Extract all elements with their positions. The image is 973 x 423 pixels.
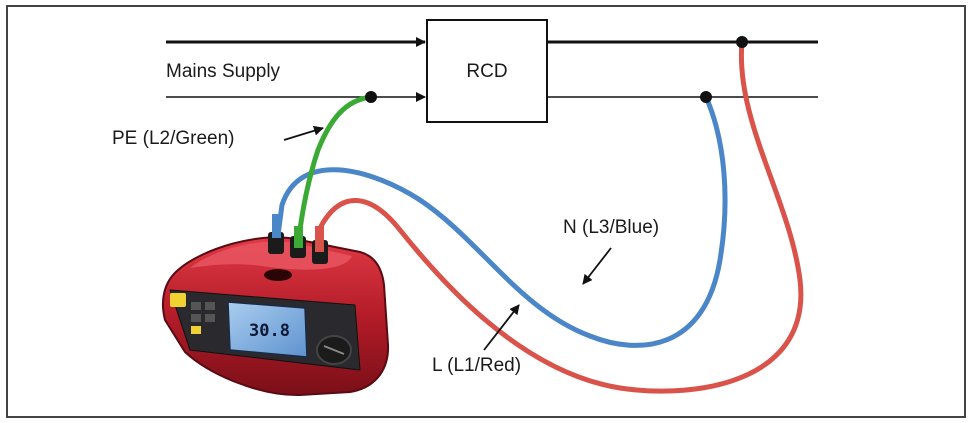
l-wire-label: L (L1/Red)	[432, 355, 522, 376]
l-wire-red	[315, 39, 804, 394]
junction-n	[700, 91, 712, 103]
n-pointer-arrow	[582, 247, 612, 285]
tester-key-2	[191, 314, 201, 322]
plug-green	[294, 226, 303, 248]
pe-wire-label: PE (L2/Green)	[112, 128, 235, 149]
tester-logo-badge	[264, 269, 292, 281]
plug-red	[315, 226, 324, 252]
pe-pointer-arrow	[283, 125, 324, 141]
tester-yellow-key	[170, 293, 186, 307]
n-wire-label: N (L3/Blue)	[563, 217, 660, 238]
rcd-box	[426, 19, 548, 123]
tester-key-1	[191, 302, 201, 310]
tester-top-face	[190, 241, 352, 270]
tester-key-4	[205, 302, 215, 310]
pe-wire-green	[295, 94, 374, 248]
rcd-label: RCD	[466, 60, 508, 82]
tester-key-3	[191, 326, 201, 334]
n-wire-blue	[275, 94, 728, 348]
mains-lines	[166, 37, 818, 102]
junction-l	[736, 36, 748, 48]
mains-supply-label: Mains Supply	[166, 61, 281, 82]
l-pointer-arrow	[483, 304, 520, 351]
plug-blue	[272, 214, 281, 238]
tester-display	[227, 301, 308, 358]
tester-display-reading: 30.8	[249, 321, 290, 341]
multifunction-tester: 30.8	[161, 214, 390, 397]
tester-key-5	[205, 314, 215, 322]
tester-dial-pointer	[323, 345, 345, 355]
junction-pe	[365, 91, 377, 103]
